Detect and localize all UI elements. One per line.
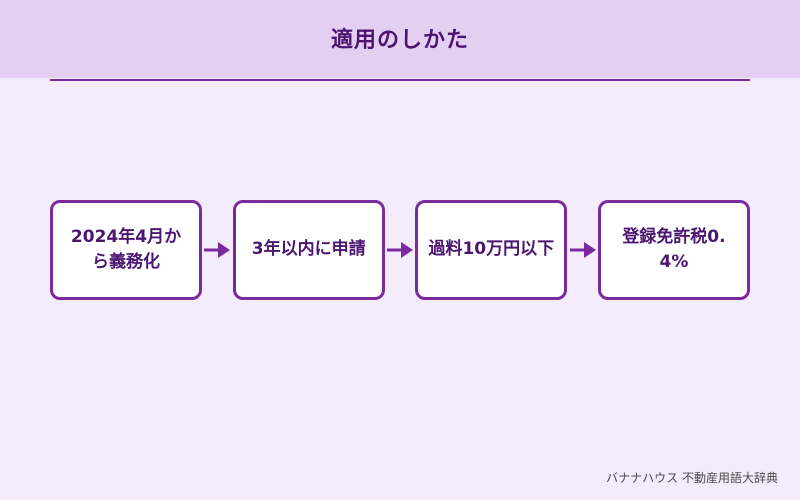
step-label-3: 過料10万円以下	[428, 239, 555, 260]
page-title: 適用のしかた	[330, 28, 469, 53]
arrow-right-icon	[568, 239, 598, 261]
arrow-right-icon	[202, 239, 232, 261]
arrow-right-icon	[385, 239, 415, 261]
step-box-3: 過料10万円以下	[415, 200, 568, 300]
header-band	[0, 0, 800, 78]
footer-credit: バナナハウス 不動産用語大辞典	[606, 471, 778, 485]
step-label-1: 2024年4月から義務化	[70, 226, 182, 273]
step-label-4: 登録免許税0.4%	[622, 226, 726, 273]
process-flow: 2024年4月から義務化 3年以内に申請 過料10万円以下 登録免許税0.4%	[50, 200, 750, 300]
step-box-2: 3年以内に申請	[232, 200, 385, 300]
step-box-1: 2024年4月から義務化	[50, 200, 202, 300]
step-label-2: 3年以内に申請	[251, 239, 366, 260]
step-box-4: 登録免許税0.4%	[597, 200, 750, 300]
title-divider	[50, 79, 750, 81]
